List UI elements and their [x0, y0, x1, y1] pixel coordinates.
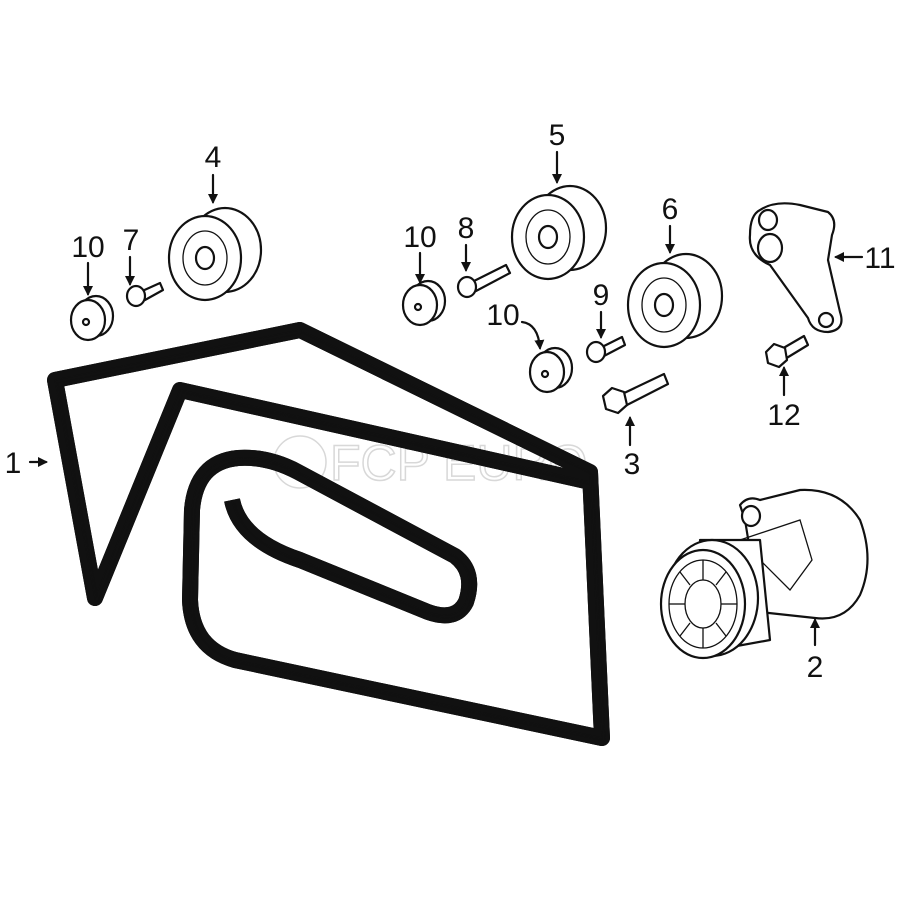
- callout-11[interactable]: 11: [864, 242, 895, 275]
- idler-pulley-4[interactable]: [167, 206, 263, 302]
- bolt-12[interactable]: [764, 334, 810, 369]
- idler-pulley-6[interactable]: [626, 252, 724, 349]
- belt-tensioner[interactable]: [659, 488, 869, 660]
- callout-3[interactable]: 3: [624, 448, 641, 481]
- bolt-7[interactable]: [125, 281, 165, 308]
- callout-4[interactable]: 4: [205, 141, 222, 174]
- callout-9[interactable]: 9: [593, 279, 610, 312]
- bolt-9[interactable]: [585, 335, 627, 364]
- callout-10a[interactable]: 10: [71, 231, 104, 264]
- idler-pulley-5[interactable]: [510, 184, 608, 281]
- callout-arrows: [28, 150, 864, 647]
- belt[interactable]: [47, 322, 610, 746]
- dust-cap-10c[interactable]: [528, 346, 574, 394]
- callout-7[interactable]: 7: [123, 224, 140, 257]
- bolt-8[interactable]: [456, 263, 512, 299]
- callout-1[interactable]: 1: [5, 447, 22, 480]
- dust-cap-10a[interactable]: [69, 294, 115, 342]
- callout-5[interactable]: 5: [549, 119, 566, 152]
- bolt-3[interactable]: [601, 372, 670, 415]
- callout-6[interactable]: 6: [662, 193, 679, 226]
- callout-10c[interactable]: 10: [486, 299, 519, 332]
- callout-8[interactable]: 8: [458, 212, 475, 245]
- dust-cap-10b[interactable]: [401, 279, 447, 327]
- callout-10b[interactable]: 10: [403, 221, 436, 254]
- bracket-11[interactable]: [748, 202, 843, 334]
- callout-12[interactable]: 12: [767, 399, 800, 432]
- callout-2[interactable]: 2: [807, 651, 824, 684]
